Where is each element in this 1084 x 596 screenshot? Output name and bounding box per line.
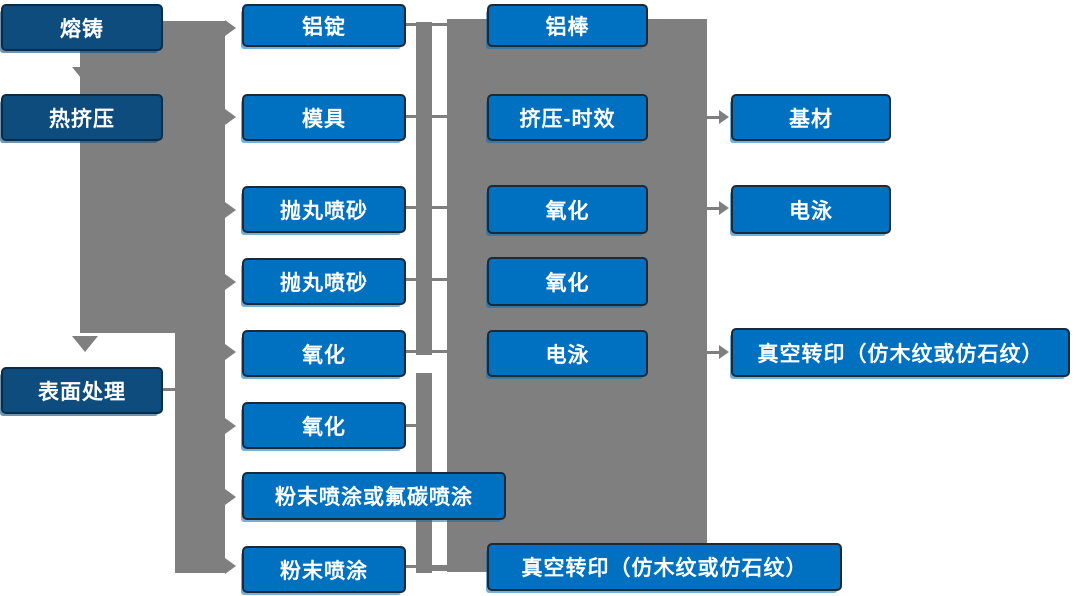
arrow-to-oxidation-2 <box>225 418 236 434</box>
node-extrusion-aging: 挤压-时效 <box>487 94 648 141</box>
stem-to-vacuum-right <box>707 351 719 354</box>
arrow-to-powder-coating <box>225 558 236 574</box>
node-substrate: 基材 <box>731 94 891 141</box>
node-powder-or-fluorocarbon: 粉末喷涂或氟碳喷涂 <box>242 472 506 520</box>
connector-powder-to-bar <box>406 565 416 568</box>
node-oxidation-3: 氧化 <box>487 185 648 234</box>
stem-to-substrate <box>707 116 719 119</box>
node-melting: 熔铸 <box>1 4 163 51</box>
node-shot-blasting-1: 抛丸喷砂 <box>242 186 406 233</box>
node-vacuum-transfer-bottom: 真空转印（仿木纹或仿石纹） <box>487 543 842 591</box>
node-surface-treatment: 表面处理 <box>1 367 163 414</box>
arrow-to-shot-blasting-1 <box>225 202 236 218</box>
node-vacuum-transfer-right: 真空转印（仿木纹或仿石纹） <box>731 328 1070 377</box>
flow-band-lower <box>175 333 225 573</box>
node-oxidation-4: 氧化 <box>487 257 648 306</box>
node-aluminum-ingot: 铝锭 <box>242 4 406 47</box>
node-oxidation-1: 氧化 <box>242 330 406 377</box>
node-oxidation-2: 氧化 <box>242 402 406 449</box>
arrow-down-to-surface-treatment <box>72 336 98 352</box>
arrow-to-shot-blasting-2 <box>225 274 236 290</box>
flow-band-main <box>80 21 225 333</box>
arrow-to-aluminum-ingot <box>225 20 236 36</box>
arrow-to-substrate <box>719 110 729 124</box>
node-shot-blasting-2: 抛丸喷砂 <box>242 258 406 305</box>
node-hot-extrusion: 热挤压 <box>1 94 163 141</box>
arrow-to-mold <box>225 109 236 125</box>
node-aluminum-rod: 铝棒 <box>487 4 648 47</box>
stem-to-electrophoresis-2 <box>707 207 719 210</box>
node-mold: 模具 <box>242 94 406 141</box>
node-powder-coating: 粉末喷涂 <box>242 546 406 593</box>
arrow-to-oxidation-1 <box>225 344 236 360</box>
arrow-to-electrophoresis-2 <box>719 201 729 215</box>
arrow-to-vacuum-right <box>719 345 729 359</box>
collector-bar-upper <box>416 22 432 355</box>
node-electrophoresis-2: 电泳 <box>731 185 891 234</box>
connector-surface-to-band <box>163 388 175 391</box>
connector-bar-to-block-bottom <box>432 565 447 571</box>
connector-oxid2-to-bar <box>406 424 416 427</box>
node-electrophoresis-1: 电泳 <box>487 330 648 377</box>
arrow-to-powder-or-fluorocarbon <box>225 489 236 505</box>
